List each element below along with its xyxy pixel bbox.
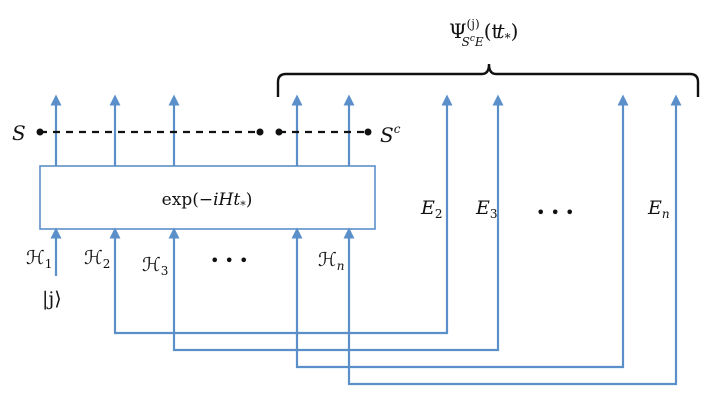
dot-s-mid-right [275, 128, 283, 136]
env-loop-4 [291, 94, 629, 369]
label-h1: ℋ1 [26, 247, 52, 271]
label-en: En [647, 197, 670, 221]
dots-hilbert: • • • [210, 251, 248, 270]
psi-label: Ψ(j)ScE(tt*) [449, 17, 518, 49]
env-loop-n [343, 94, 682, 386]
output-brace [276, 63, 700, 97]
unitary-label: exp(−iHt*) [162, 190, 253, 212]
label-h3: ℋ3 [142, 254, 168, 278]
label-ket: |j⟩ [42, 288, 62, 310]
label-hn: ℋn [318, 249, 345, 273]
label-e3: E3 [475, 197, 498, 221]
dot-s-mid-left [256, 128, 264, 136]
dot-sc-right [364, 128, 372, 136]
label-s: S [12, 121, 26, 145]
dot-s-left [36, 128, 44, 136]
label-h2: ℋ2 [84, 247, 110, 271]
label-e2: E2 [420, 197, 443, 221]
dots-environment: • • • [536, 203, 574, 222]
label-sc: Sc [380, 122, 401, 147]
